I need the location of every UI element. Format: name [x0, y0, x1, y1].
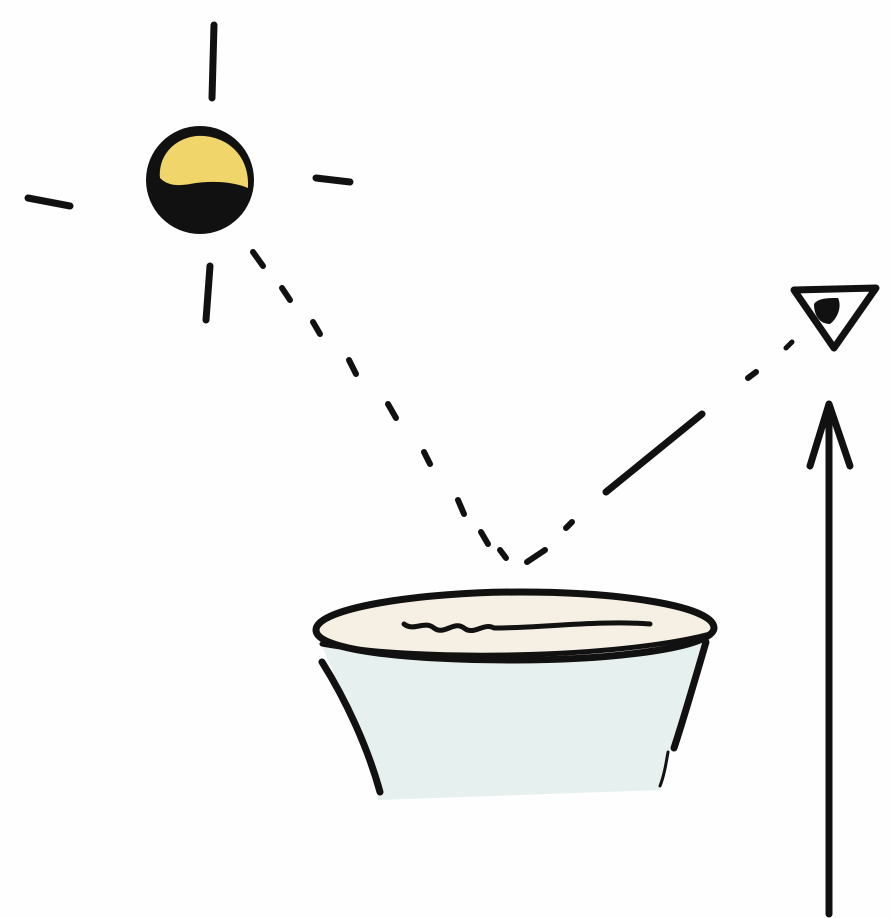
incident-ray-segment [253, 252, 263, 266]
incident-ray-segment [388, 404, 396, 418]
reflected-ray-segment [748, 372, 756, 378]
incident-ray-segment [282, 288, 290, 300]
incident-ray-segment [458, 500, 464, 514]
incident-ray-segment [424, 452, 430, 464]
eye-icon [794, 288, 876, 348]
reflected-ray-segment [786, 342, 792, 348]
pot-icon [316, 592, 714, 800]
incident-ray-segment [500, 550, 506, 558]
dotted-line-icon [253, 252, 506, 558]
sun-icon [28, 25, 350, 320]
sun-ray-bottom [206, 266, 210, 320]
sun-ray-top [212, 25, 214, 98]
up-arrow-icon [810, 404, 850, 914]
incident-ray-segment [349, 360, 356, 374]
dashed-line-icon [527, 342, 792, 562]
incident-ray-segment [481, 532, 488, 544]
reflected-ray-segment [606, 414, 702, 492]
sun-ray-left [28, 198, 70, 206]
sun-ray-right [316, 178, 350, 182]
reflected-ray-segment [566, 522, 572, 528]
incident-ray-segment [313, 322, 320, 334]
reflected-ray-segment [527, 550, 545, 562]
